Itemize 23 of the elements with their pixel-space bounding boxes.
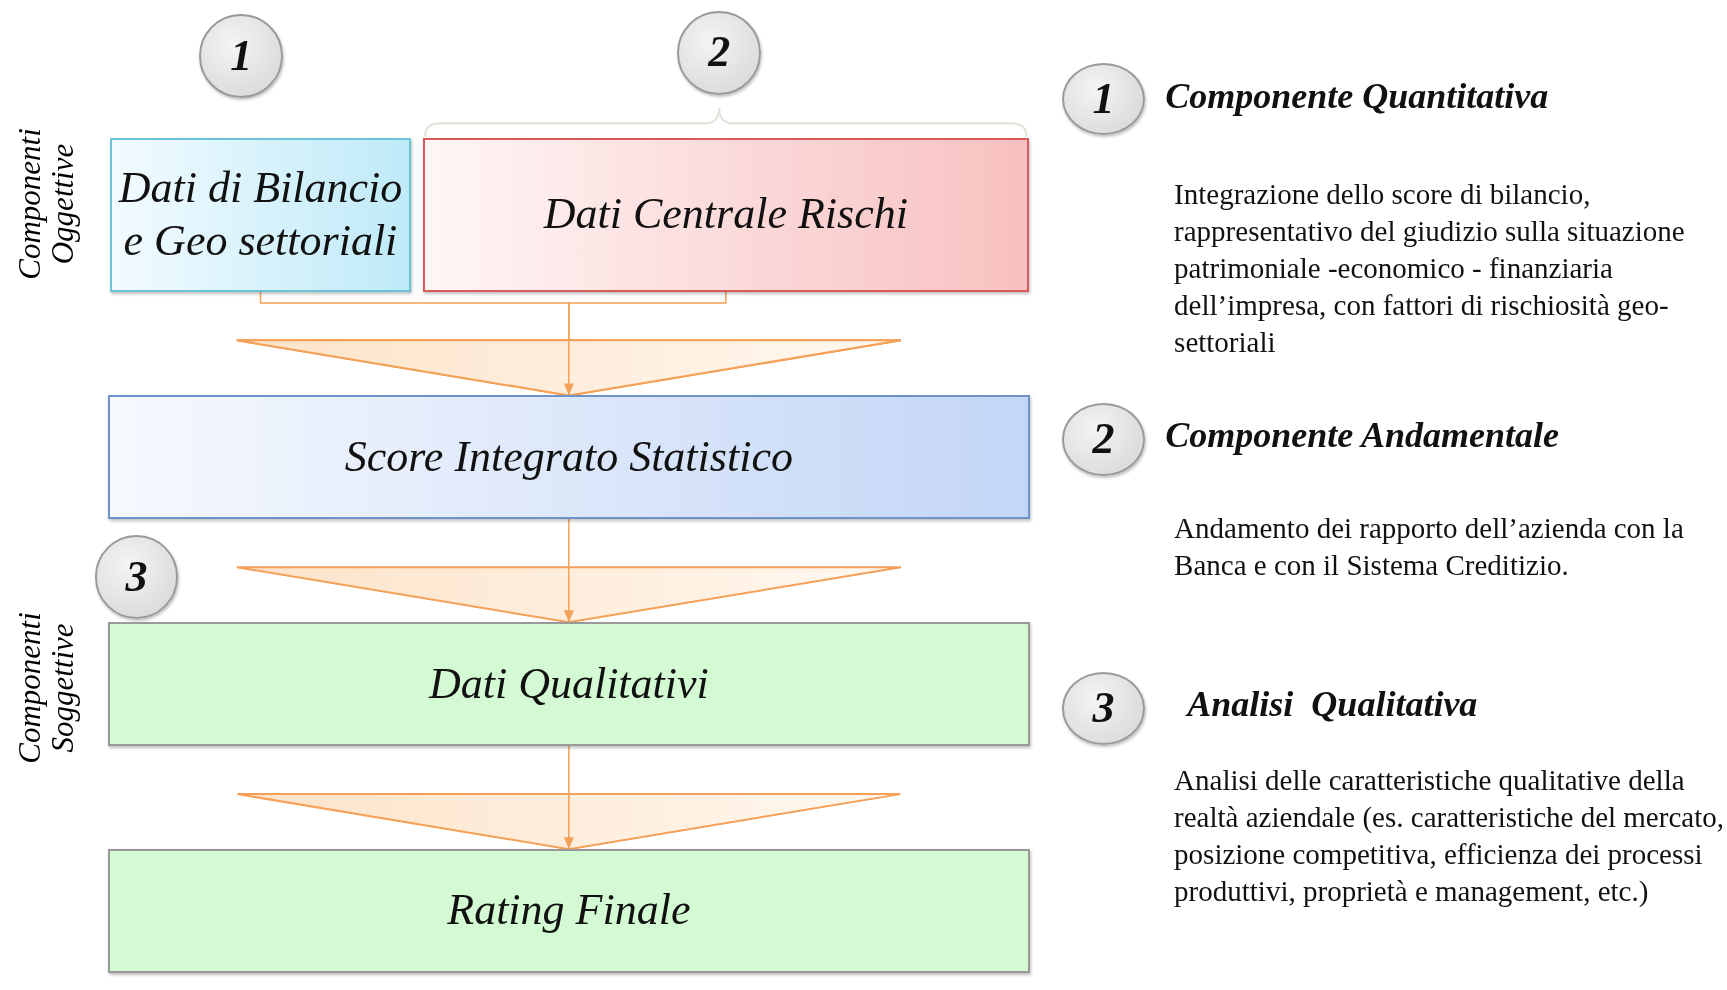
section-heading: Componente Andamentale <box>1165 414 1559 457</box>
process-box <box>110 137 411 292</box>
step-number: 1 <box>1092 72 1115 125</box>
box-label: Dati Centrale Rischi <box>543 188 908 241</box>
section-heading: Analisi Qualitativa <box>1187 682 1478 725</box>
step-number: 1 <box>230 29 253 82</box>
box-label: Rating Finale <box>447 884 691 937</box>
process-box <box>107 849 1030 973</box>
box-label: Dati di Bilancio e Geo settoriali <box>117 161 404 267</box>
step-number: 2 <box>1092 413 1115 466</box>
step-number: 3 <box>1092 681 1115 734</box>
description-text: Integrazione dello score di bilancio, rappresentativo del giudizio sulla situazione patrimoniale -economico - finanziaria dell’impresa, con fattori di rischiosità geo-settoriali <box>1174 177 1686 361</box>
description-text: Analisi delle caratteristiche qualitative della realtà aziendale (es. caratteristiche del mercato, posizione competitiva, efficienza dei processi produttivi, proprietà e management, etc.) <box>1174 763 1725 910</box>
box-label: Dati Qualitativi <box>428 657 709 710</box>
step-number: 3 <box>125 550 148 603</box>
side-label: Componenti Soggettive <box>13 611 80 767</box>
section-heading: Componente Quantitativa <box>1165 74 1549 117</box>
description-text: Andamento dei rapporto dell’azienda con la Banca e con il Sistema Creditizio. <box>1174 510 1685 583</box>
side-label: Componenti Oggettive <box>13 126 80 282</box>
step-number: 2 <box>708 26 731 79</box>
process-box <box>107 622 1030 746</box>
box-label: Score Integrato Statistico <box>344 430 793 483</box>
process-box <box>422 137 1029 292</box>
